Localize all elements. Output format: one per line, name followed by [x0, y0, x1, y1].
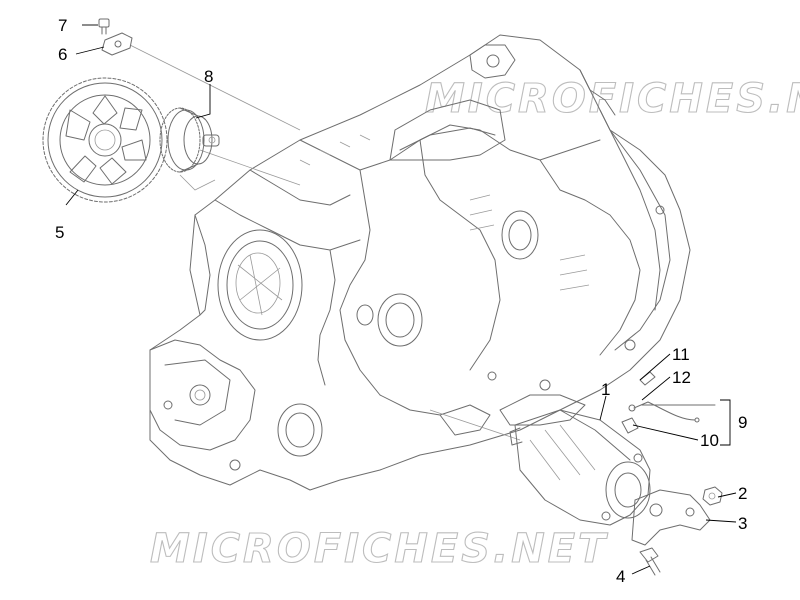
callout-12: 12 [672, 368, 691, 387]
watermark-bottom: MICROFICHES.NET [150, 526, 608, 572]
crankcase-drawing [149, 34, 691, 491]
callout-10: 10 [700, 431, 719, 450]
callout-4: 4 [616, 567, 625, 586]
screw-part-4 [639, 547, 661, 576]
bracket-part-6 [101, 32, 133, 56]
starter-motor-part-1 [509, 409, 651, 526]
leader-lines [65, 24, 737, 575]
assembly-guides [129, 44, 521, 441]
callout-9: 9 [738, 413, 747, 432]
bracket-plate-part-3 [631, 489, 711, 546]
callout-6: 6 [58, 45, 67, 64]
callout-1: 1 [601, 380, 610, 399]
callout-labels: 7 6 8 5 1 11 12 9 10 2 3 4 [55, 16, 747, 586]
callout-5: 5 [55, 223, 64, 242]
screw-part-7 [98, 18, 110, 35]
callout-7: 7 [58, 16, 67, 35]
sleeve-part-10 [621, 417, 639, 434]
nut-part-2 [702, 486, 723, 506]
watermark-top: MICROFICHES.NET [425, 76, 800, 122]
cable-assembly-part-9 [628, 401, 716, 423]
ring-gear-part-5 [42, 77, 168, 203]
callout-11: 11 [672, 345, 690, 364]
starter-gear-part-8 [159, 107, 220, 173]
callout-8: 8 [204, 67, 213, 86]
callout-3: 3 [738, 514, 747, 533]
callout-2: 2 [738, 484, 747, 503]
